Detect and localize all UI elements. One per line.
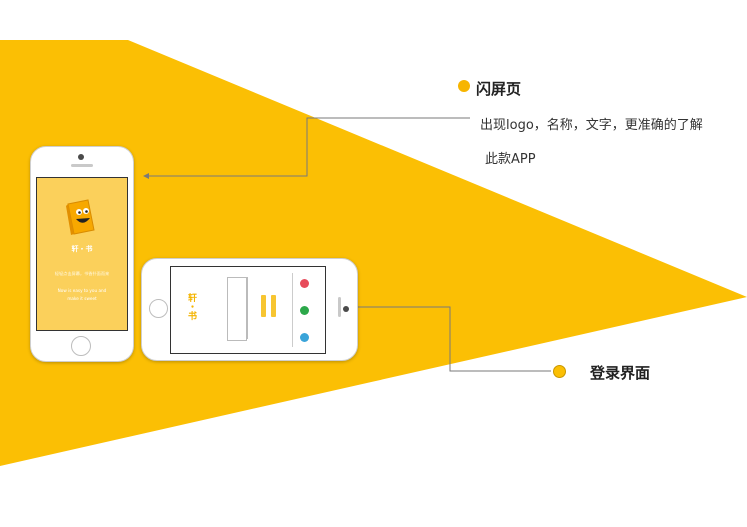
splash-slogan-en-2: make it sweet bbox=[67, 296, 97, 301]
book-mascot-icon bbox=[66, 199, 95, 235]
weibo-icon[interactable] bbox=[300, 279, 309, 288]
register-button[interactable] bbox=[271, 295, 276, 317]
splash-arrow-head bbox=[143, 173, 149, 179]
login-screen: 轩・书 bbox=[170, 266, 326, 354]
login-bullet-dot bbox=[553, 365, 566, 378]
login-button[interactable] bbox=[261, 295, 266, 317]
splash-desc-line-2: 此款APP bbox=[485, 152, 536, 167]
splash-title: 闪屏页 bbox=[476, 80, 522, 98]
home-button bbox=[71, 336, 91, 356]
splash-app-name: 轩・书 bbox=[71, 245, 93, 253]
landscape-phone: 轩・书 bbox=[141, 258, 358, 361]
home-button bbox=[149, 299, 168, 318]
front-camera bbox=[78, 154, 84, 160]
speaker bbox=[338, 297, 341, 317]
splash-connector-line bbox=[145, 117, 470, 177]
login-logo: 轩・书 bbox=[186, 293, 196, 320]
username-field[interactable] bbox=[227, 277, 247, 341]
portrait-phone: 轩・书 轻轻点击屏幕，书香扑面而来 Now is easy to you and… bbox=[30, 146, 134, 362]
splash-bullet-dot bbox=[458, 80, 470, 92]
password-field[interactable] bbox=[247, 277, 254, 339]
splash-slogan-en-1: Now is easy to you and bbox=[57, 288, 107, 293]
splash-screen: 轩・书 轻轻点击屏幕，书香扑面而来 Now is easy to you and… bbox=[36, 177, 128, 331]
wechat-icon[interactable] bbox=[300, 306, 309, 315]
login-connector-line bbox=[356, 306, 551, 372]
login-title: 登录界面 bbox=[590, 364, 651, 382]
front-camera bbox=[343, 306, 349, 312]
qq-icon[interactable] bbox=[300, 333, 309, 342]
speaker bbox=[71, 164, 93, 167]
splash-slogan-cn: 轻轻点击屏幕，书香扑面而来 bbox=[54, 271, 110, 276]
divider bbox=[292, 273, 293, 347]
splash-desc-line-1: 出现logo，名称，文字，更准确的了解 bbox=[480, 118, 703, 133]
